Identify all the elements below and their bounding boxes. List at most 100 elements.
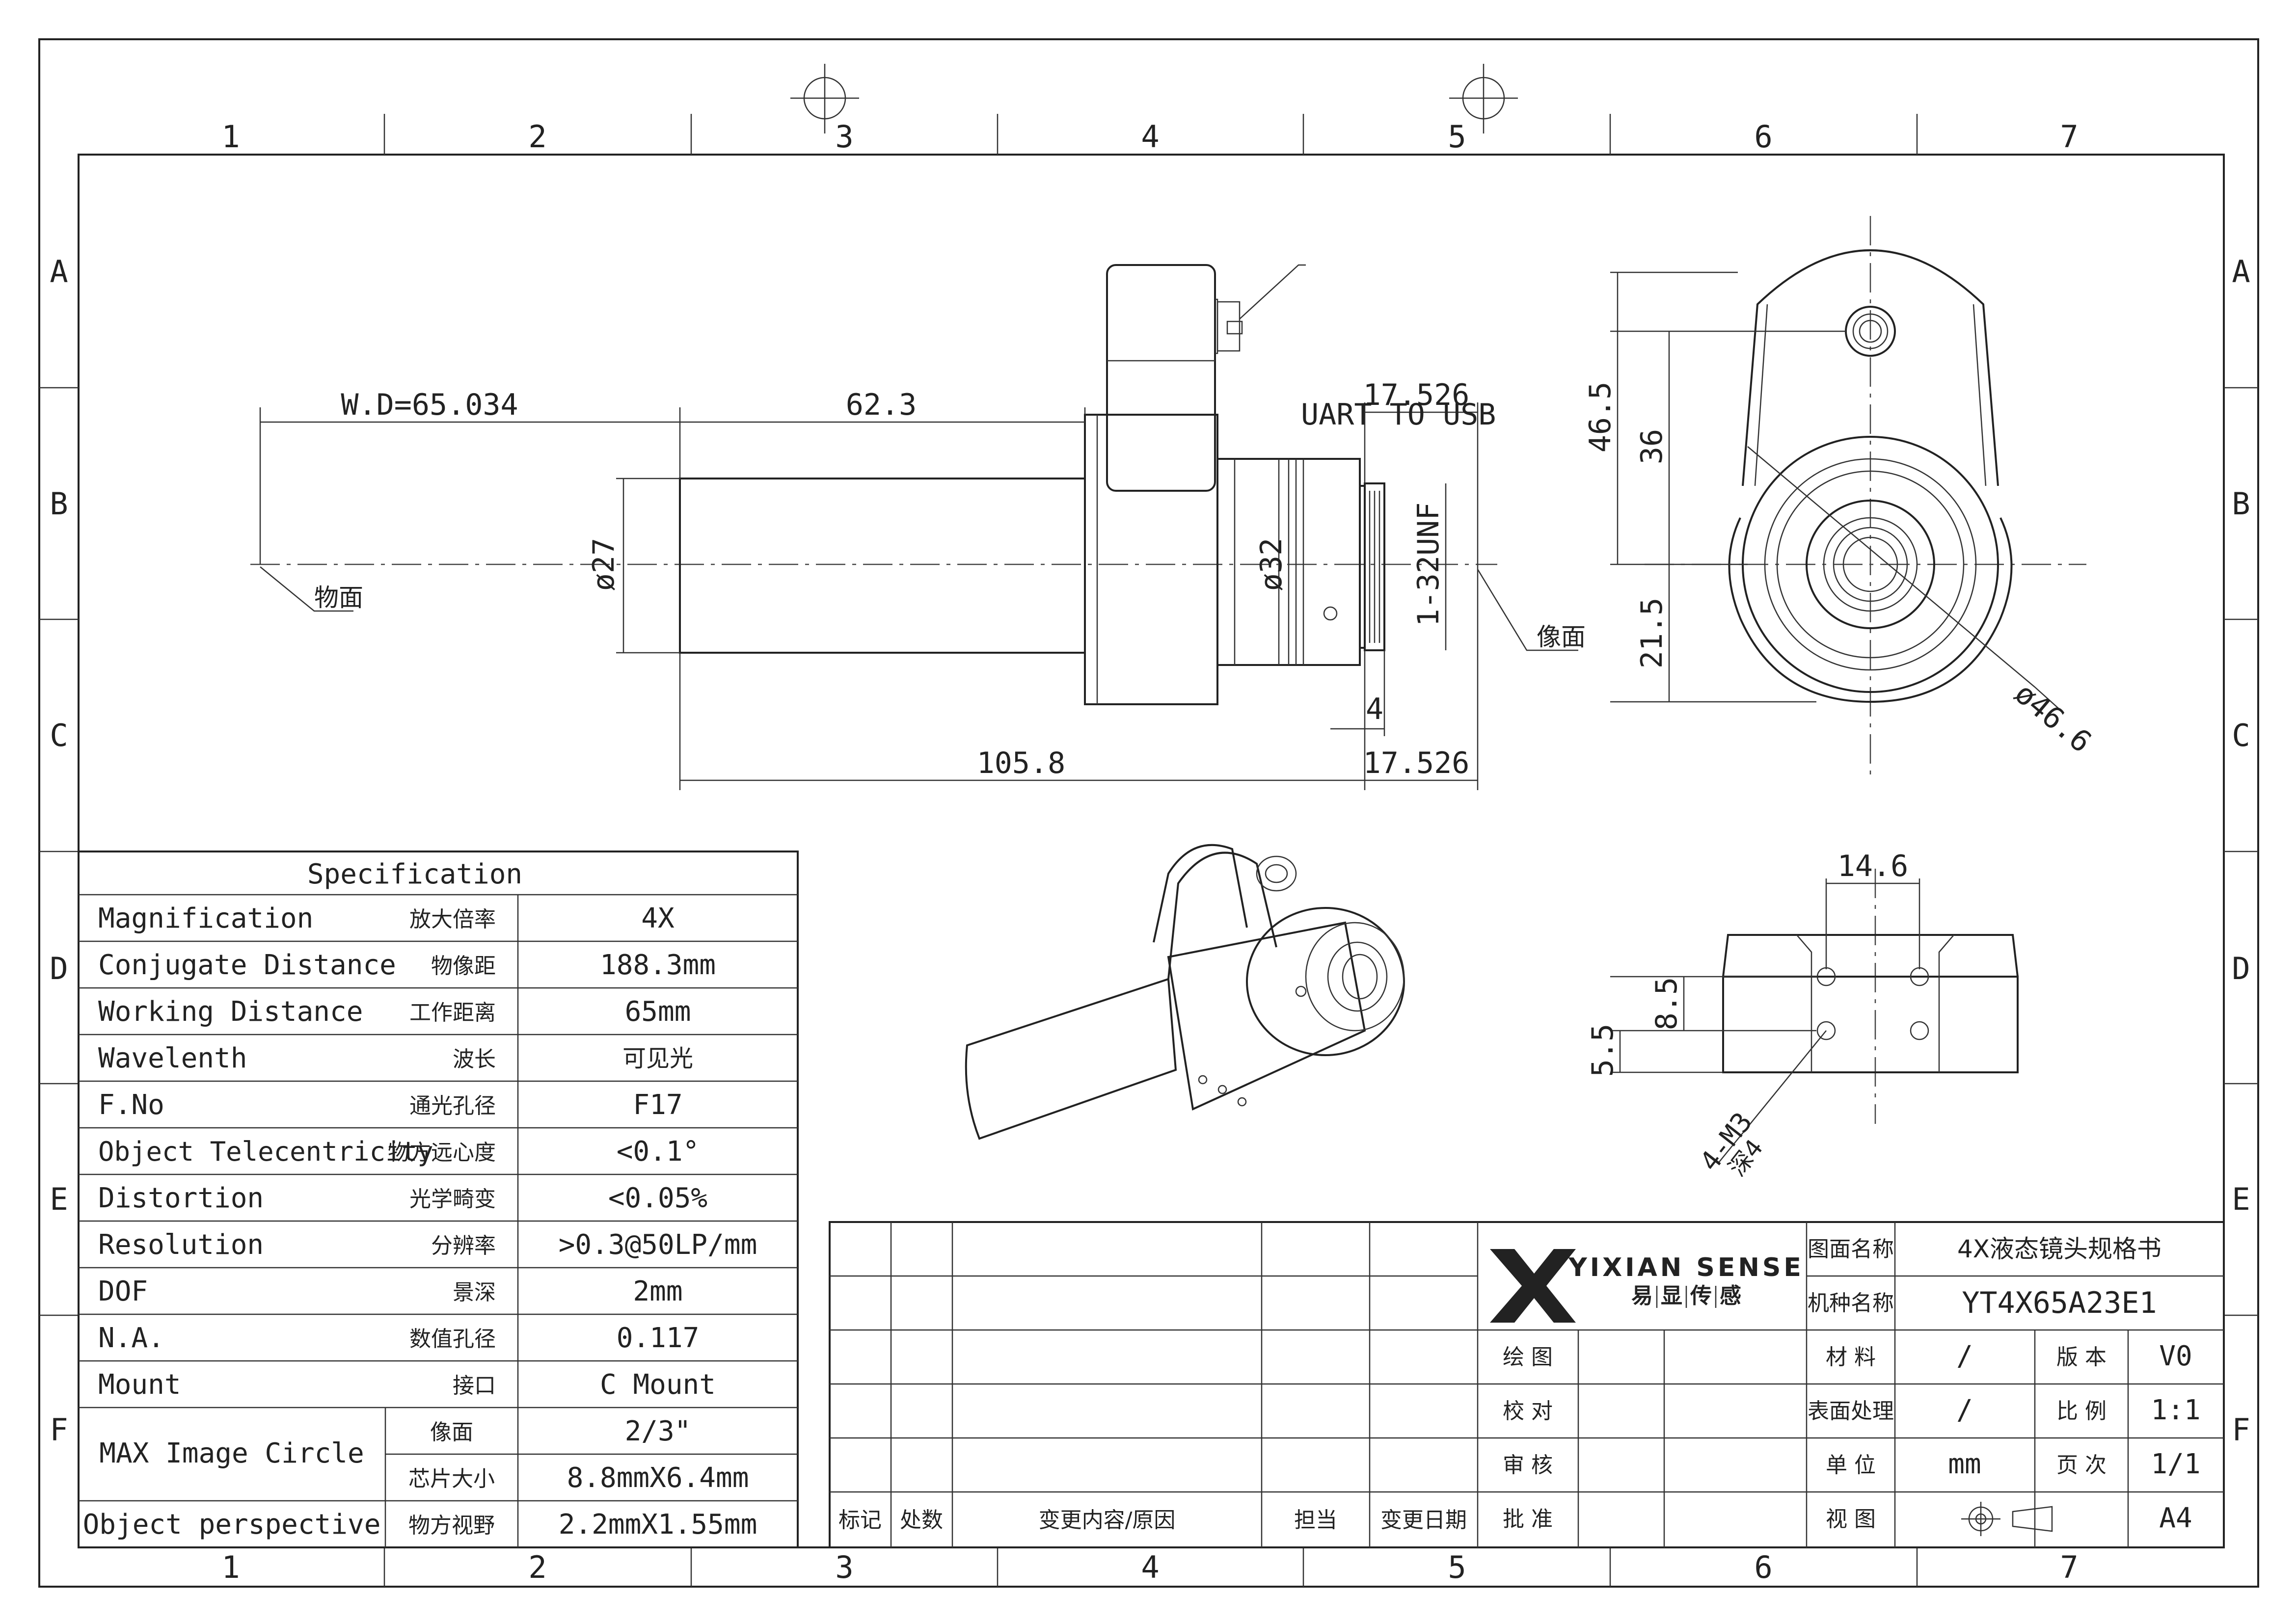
yixian-logo	[1490, 1249, 1576, 1323]
col-label: 4	[1141, 119, 1159, 155]
dim-36: 36	[1635, 429, 1669, 464]
drawing-name-label: 图面名称	[1808, 1237, 1894, 1262]
spec-label-cn: 物像距	[431, 954, 496, 979]
dim-d46-6: ø46.6	[2008, 676, 2098, 760]
surface-value: /	[1956, 1394, 1973, 1426]
spec-value: 8.8mmX6.4mm	[567, 1462, 749, 1494]
dim-working-distance: W.D=65.034	[341, 388, 518, 422]
page-value: 1/1	[2151, 1448, 2200, 1480]
spec-value: C Mount	[600, 1369, 716, 1401]
spec-label-cn: 物方远心度	[388, 1140, 496, 1165]
spec-label-cn: 物方视野	[408, 1513, 495, 1538]
sign-label: 批 准	[1503, 1507, 1553, 1532]
rev-header: 变更日期	[1380, 1508, 1467, 1533]
dim-105-8: 105.8	[977, 746, 1066, 780]
dim-5-5: 5.5	[1586, 1024, 1620, 1077]
paper-size: A4	[2159, 1502, 2192, 1534]
material-label: 材 料	[1826, 1345, 1876, 1370]
spec-label-en: Mount	[98, 1369, 181, 1401]
rev-header: 处数	[900, 1508, 943, 1533]
spec-value: 2.2mmX1.55mm	[559, 1509, 757, 1541]
brand-cn: 感	[1720, 1283, 1741, 1308]
col-label: 7	[2060, 119, 2078, 155]
material-value: /	[1956, 1340, 1973, 1372]
drawing-name: 4X液态镜头规格书	[1957, 1235, 2161, 1263]
dim-d27: ø27	[587, 538, 621, 591]
row-label: D	[2232, 951, 2250, 986]
unit-value: mm	[1948, 1448, 1981, 1480]
scale-value: 1:1	[2151, 1394, 2200, 1426]
spec-value: <0.05%	[608, 1182, 707, 1214]
col-label: 2	[528, 119, 546, 155]
spec-value: F17	[633, 1089, 682, 1121]
front-view: 46.5 36 21.5 ø46.6	[1583, 216, 2098, 775]
spec-label-en: DOF	[98, 1276, 148, 1307]
row-label: A	[2232, 254, 2250, 290]
dim-thread: 1-32UNF	[1411, 503, 1446, 627]
row-label: B	[50, 486, 68, 522]
unit-label: 单 位	[1826, 1453, 1876, 1478]
centering-mark-icon	[790, 64, 1518, 133]
col-label: 5	[1448, 1549, 1466, 1585]
dim-17-526-top: 17.526	[1363, 378, 1470, 412]
row-label: E	[50, 1181, 68, 1217]
model-number: YT4X65A23E1	[1962, 1286, 2157, 1320]
dim-46-5: 46.5	[1583, 382, 1618, 453]
dim-8-5: 8.5	[1649, 977, 1684, 1030]
row-label: C	[2232, 718, 2250, 753]
spec-rows: Magnification 放大倍率 4X Conjugate Distance…	[83, 903, 757, 1541]
dim-4: 4	[1366, 692, 1383, 726]
row-label: B	[2232, 486, 2250, 522]
sign-label: 绘 图	[1503, 1345, 1553, 1370]
spec-value: 2/3"	[625, 1415, 691, 1447]
spec-label-en: MAX Image Circle	[99, 1437, 364, 1469]
spec-value: >0.3@50LP/mm	[559, 1229, 757, 1261]
col-label: 1	[221, 119, 240, 155]
view-label: 视 图	[1826, 1507, 1876, 1532]
dim-17-526-bottom: 17.526	[1363, 746, 1470, 780]
scale-label: 比 例	[2056, 1399, 2107, 1424]
spec-value: <0.1°	[617, 1136, 700, 1168]
rev-header: 标记	[838, 1508, 882, 1533]
col-label: 7	[2060, 1549, 2078, 1585]
spec-label-en: Object perspective	[83, 1509, 381, 1541]
spec-label-en: F.No	[98, 1089, 164, 1121]
spec-label-cn: 通光孔径	[409, 1093, 496, 1118]
row-label: F	[2232, 1412, 2250, 1448]
side-view: W.D=65.034 62.3 17.526 105.8 17.526 4 UA…	[250, 264, 1586, 790]
spec-label-cn: 景深	[453, 1280, 496, 1305]
spec-value: 可见光	[622, 1045, 693, 1072]
row-label: C	[50, 718, 68, 753]
spec-label-cn: 波长	[453, 1047, 496, 1072]
spec-label-en: Resolution	[98, 1229, 264, 1261]
brand-cn: 传	[1690, 1283, 1712, 1308]
col-label: 1	[221, 1549, 240, 1585]
spec-label-en: Wavelenth	[98, 1042, 247, 1074]
col-label: 3	[835, 119, 853, 155]
spec-label-en: N.A.	[98, 1322, 164, 1354]
spec-value: 4X	[641, 903, 675, 934]
spec-value: 188.3mm	[600, 949, 716, 981]
spec-value: 65mm	[625, 996, 691, 1028]
brand-cn: 易	[1631, 1283, 1653, 1308]
version-value: V0	[2159, 1340, 2192, 1372]
model-label: 机种名称	[1808, 1291, 1894, 1316]
spec-label-cn: 像面	[430, 1420, 473, 1445]
col-label: 4	[1141, 1549, 1159, 1585]
brand-name: YIXIAN SENSE	[1568, 1253, 1804, 1282]
spec-label-cn: 工作距离	[409, 1000, 496, 1025]
col-label: 6	[1754, 1549, 1772, 1585]
brand-cn: 显	[1661, 1283, 1682, 1308]
dim-14-6: 14.6	[1837, 849, 1909, 883]
sign-label: 审 核	[1503, 1453, 1553, 1478]
row-label: F	[50, 1412, 68, 1448]
object-plane-label: 物面	[314, 584, 363, 612]
row-label: E	[2232, 1181, 2250, 1217]
spec-label-cn: 分辨率	[431, 1233, 496, 1258]
col-label: 5	[1448, 119, 1466, 155]
spec-label-cn: 放大倍率	[409, 907, 496, 932]
spec-label-cn: 芯片大小	[408, 1466, 495, 1491]
grid-labels: 1 2 3 4 5 6 7 1 2 3 4 5 6 7 A B C D E F …	[50, 119, 2250, 1585]
spec-label-en: Conjugate Distance	[98, 949, 396, 981]
